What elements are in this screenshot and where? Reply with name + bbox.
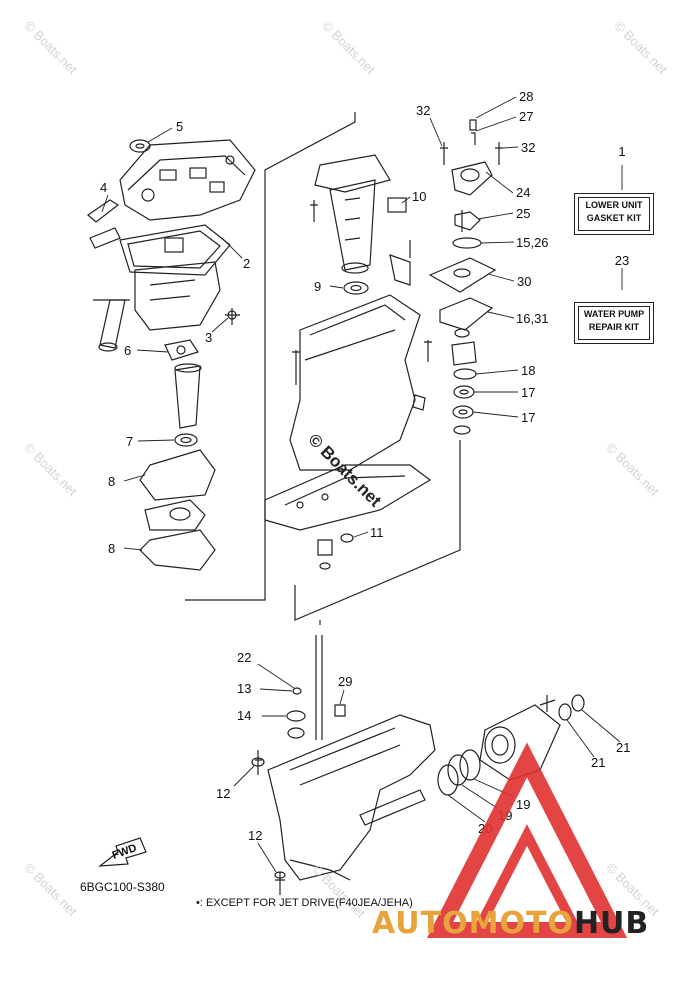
callout-19-b: 19 — [516, 797, 530, 812]
part-2-gasket — [119, 224, 231, 276]
callout-7: 7 — [126, 434, 133, 449]
callout-29: 29 — [338, 674, 352, 689]
part-6-plate — [164, 339, 199, 361]
callout-18: 18 — [521, 363, 535, 378]
brand-wordmark: AUTOMOTOHUB — [372, 906, 649, 941]
callout-11: 11 — [370, 525, 384, 540]
kit-box-lower-unit-gasket: LOWER UNIT GASKET KIT — [574, 193, 654, 235]
part-32-bolt-right — [495, 142, 503, 165]
callout-22: 22 — [237, 650, 251, 665]
callout-27: 27 — [519, 109, 533, 124]
part-11-seal — [340, 533, 354, 543]
callout-4: 4 — [100, 180, 107, 195]
part-27-seal — [471, 132, 476, 145]
kit-23-line1: WATER PUMP — [583, 309, 645, 319]
callout-2: 2 — [243, 256, 250, 271]
bracket-left-assembly — [185, 112, 356, 601]
part-19-oring-a — [459, 749, 481, 781]
part-17-seal-upper — [453, 385, 475, 399]
part-13-spacer — [292, 687, 302, 695]
kit-box-water-pump-repair: WATER PUMP REPAIR KIT — [574, 302, 654, 344]
exhaust-plate — [144, 499, 206, 531]
part-8-gasket-upper — [139, 449, 216, 501]
callout-28: 28 — [519, 89, 533, 104]
part-16-gasket — [439, 297, 494, 331]
pump-cartridge — [451, 341, 477, 366]
part-21-seal-a — [558, 703, 572, 721]
kit-1-line1: LOWER UNIT — [585, 200, 643, 210]
callout-25: 25 — [516, 206, 530, 221]
part-8-gasket-lower — [139, 529, 216, 571]
part-32-bolt-left — [440, 142, 448, 165]
model-code: 6BGC100-S380 — [80, 880, 165, 894]
callout-9: 9 — [314, 279, 321, 294]
part-17-seal-lower — [452, 405, 474, 419]
kit-23-number: 23 — [614, 253, 630, 268]
part-28-bolt — [469, 119, 477, 131]
part-15-oring — [452, 237, 482, 249]
part-9-seal — [343, 281, 369, 295]
part-14-oring — [287, 727, 305, 739]
part-24-pump-housing — [451, 161, 493, 196]
callout-3: 3 — [205, 330, 212, 345]
part-10-oil-pan — [314, 154, 391, 274]
part-4-plate — [87, 199, 120, 223]
callout-30: 30 — [517, 274, 531, 289]
exhaust-guide — [134, 261, 221, 331]
part-25-impeller — [454, 210, 481, 232]
callout-10: 10 — [412, 189, 426, 204]
callout-8-lower: 8 — [108, 541, 115, 556]
callout-32-right: 32 — [521, 140, 535, 155]
upper-casing — [119, 139, 256, 221]
brand-part1: AUTOMOTO — [372, 906, 574, 941]
exhaust-pipe — [99, 299, 126, 349]
callout-17-lower: 17 — [521, 410, 535, 425]
part-12-bolt-lower — [275, 872, 285, 895]
fwd-arrow — [98, 837, 147, 867]
callout-12-upper: 12 — [216, 786, 230, 801]
callout-5: 5 — [176, 119, 183, 134]
callout-32-left: 32 — [416, 103, 430, 118]
callout-12-lower: 12 — [248, 828, 262, 843]
kit-23-line2: REPAIR KIT — [588, 322, 640, 332]
part-29-pin — [334, 704, 346, 717]
callout-17-upper: 17 — [521, 385, 535, 400]
part-7-seal — [174, 433, 198, 447]
part-21-seal-b — [571, 694, 585, 712]
part-18-oring — [453, 368, 477, 380]
callout-14: 14 — [237, 708, 251, 723]
part-14-seal — [286, 710, 306, 722]
callout-24: 24 — [516, 185, 530, 200]
footnote: •: EXCEPT FOR JET DRIVE(F40JEA/JEHA) — [196, 897, 413, 909]
callout-16-31: 16,31 — [516, 311, 549, 326]
callout-15-26: 15,26 — [516, 235, 549, 250]
part-10-block — [387, 197, 407, 213]
callout-21-b: 21 — [616, 740, 630, 755]
part-30-plate — [428, 257, 497, 293]
brand-part2: HUB — [573, 906, 650, 941]
brand-logo-triangle — [426, 742, 628, 938]
lower-case — [267, 714, 436, 881]
part-5-seal — [129, 139, 151, 153]
callout-13: 13 — [237, 681, 251, 696]
leader-lines — [101, 96, 623, 873]
callout-8-upper: 8 — [108, 474, 115, 489]
bracket-right-assembly — [294, 440, 461, 621]
exhaust-tube — [174, 365, 201, 429]
upper-casing-main — [264, 294, 432, 531]
kit-1-line2: GASKET KIT — [586, 213, 642, 223]
cartridge-seal — [454, 328, 470, 338]
callout-21-a: 21 — [591, 755, 605, 770]
drive-shaft-bushing — [317, 539, 333, 556]
kit-1-number: 1 — [618, 144, 626, 159]
callout-6: 6 — [124, 343, 131, 358]
part-12-bolt-upper — [255, 750, 262, 775]
